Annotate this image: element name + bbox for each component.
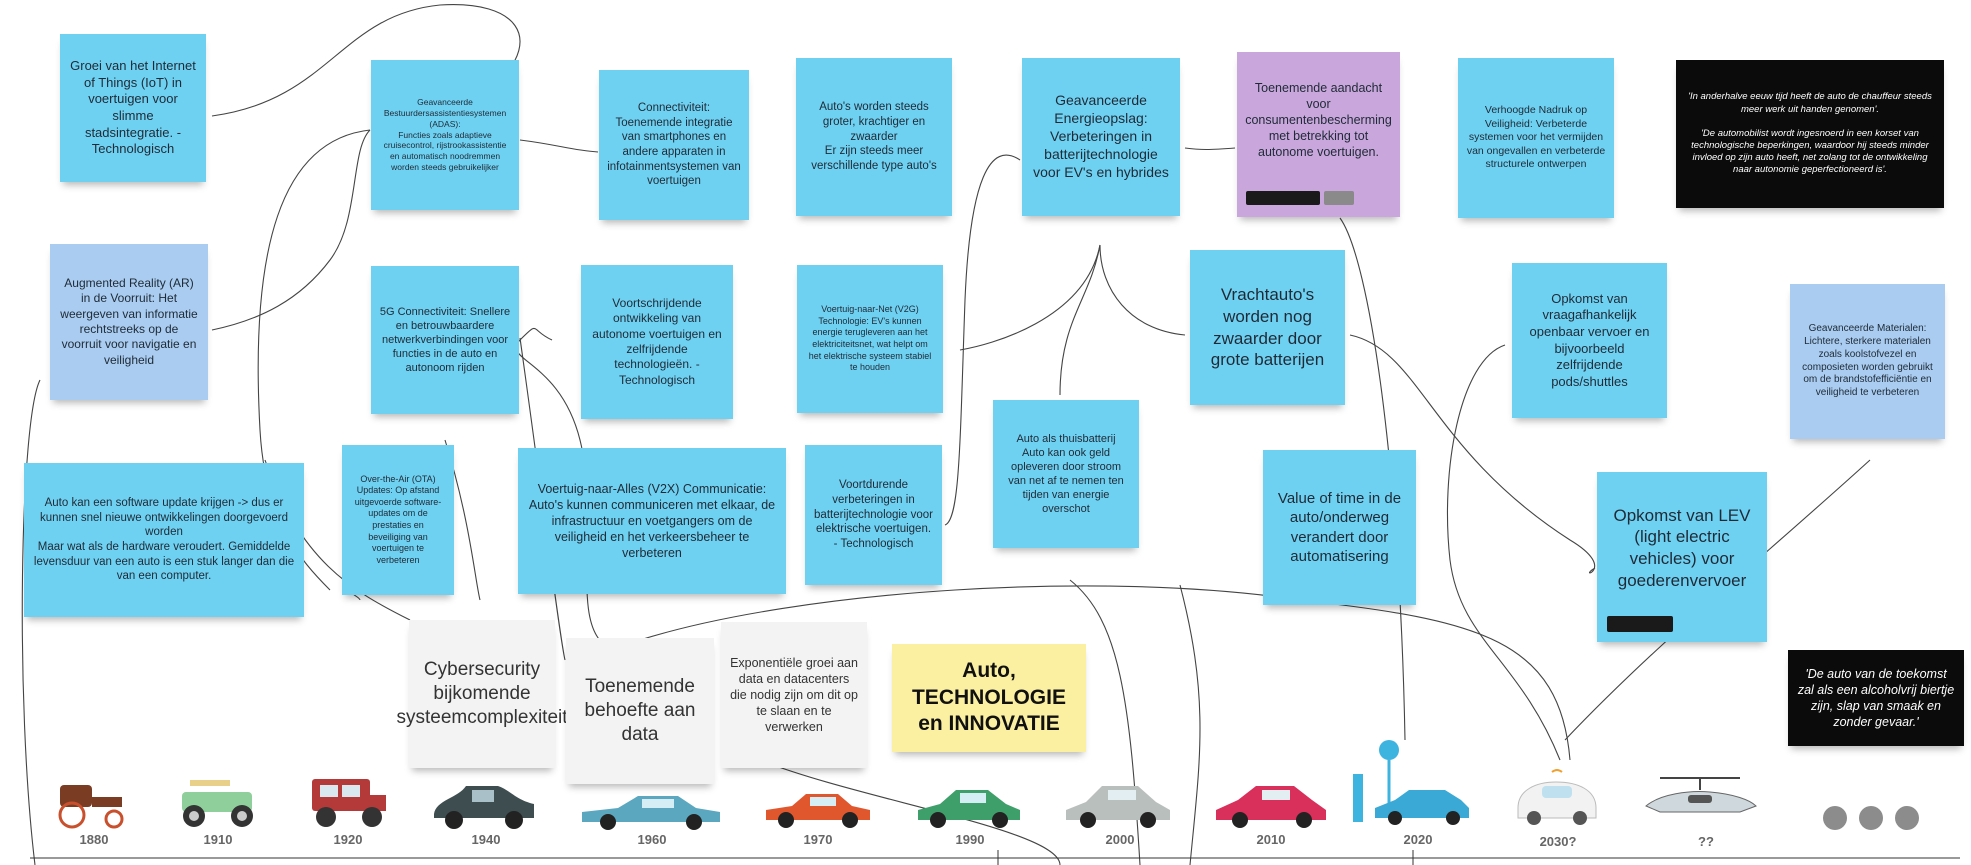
car-1910-icon (182, 780, 253, 827)
timeline-year-1940: 1940 (471, 832, 501, 847)
sticky-note-veiligheid[interactable]: Verhoogde Nadruk op Veiligheid: Verbeter… (1458, 58, 1614, 218)
redacted-label (1246, 191, 1320, 205)
sticky-note-vrachtautos[interactable]: Vrachtauto's worden nog zwaarder door gr… (1190, 250, 1345, 405)
car-1970-icon (766, 794, 870, 828)
timeline-year-2010: 2010 (1256, 832, 1286, 847)
sticky-note-adas[interactable]: Geavanceerde Bestuurdersassistentiesyste… (371, 60, 519, 210)
sticky-note-consumentenbescherming[interactable]: Toenemende aandacht voor consumentenbesc… (1237, 52, 1400, 217)
sticky-note-datacenters[interactable]: Exponentiële groei aan data en datacente… (721, 622, 867, 768)
sticky-note-vraagafhankelijk-ov[interactable]: Opkomst van vraagafhankelijk openbaar ve… (1512, 263, 1667, 418)
car-2010-icon (1216, 786, 1326, 828)
sticky-note-augmented-reality[interactable]: Augmented Reality (AR) in de Voorruit: H… (50, 244, 208, 400)
board-title-note[interactable]: Auto, TECHNOLOGIE en INNOVATIE (892, 644, 1086, 752)
timeline-year-1960: 1960 (637, 832, 667, 847)
sticky-note-thuisbatterij[interactable]: Auto als thuisbatterij Auto kan ook geld… (993, 400, 1139, 548)
sticky-note-iot[interactable]: Groei van het Internet of Things (IoT) i… (60, 34, 206, 182)
sticky-note-value-of-time[interactable]: Value of time in de auto/onderweg verand… (1263, 450, 1416, 605)
sticky-note-materialen[interactable]: Geavanceerde Materialen: Lichtere, sterk… (1790, 284, 1945, 439)
ellipsis-dot-3 (1895, 806, 1919, 830)
sticky-note-5g[interactable]: 5G Connectiviteit: Snellere en betrouwba… (371, 266, 519, 414)
sticky-note-autonome-voertuigen[interactable]: Voortschrijdende ontwikkeling van autono… (581, 265, 733, 419)
flying-car-icon (1645, 777, 1757, 813)
sticky-note-lev[interactable]: Opkomst van LEV (light electric vehicles… (1597, 472, 1767, 642)
timeline-year-1990: 1990 (955, 832, 985, 847)
timeline-year-2020: 2020 (1403, 832, 1433, 847)
timeline-year-1880: 1880 (79, 832, 109, 847)
ev-charging-2020-icon (1353, 740, 1469, 825)
car-1920-icon (312, 779, 386, 827)
timeline-year-1910: 1910 (203, 832, 233, 847)
sticky-note-v2x[interactable]: Voertuig-naar-Alles (V2X) Communicatie: … (518, 448, 786, 594)
car-2000-icon (1066, 786, 1170, 828)
car-1960-icon (582, 796, 720, 830)
autonomous-car-2030-icon (1517, 769, 1597, 825)
carriage-1880-icon (58, 785, 124, 829)
sticky-note-batterijtechnologie[interactable]: Voortdurende verbeteringen in batterijte… (805, 445, 942, 585)
car-1990-icon (918, 790, 1020, 828)
timeline-year-1920: 1920 (333, 832, 363, 847)
car-1940-icon (434, 786, 534, 829)
redacted-label-3 (1607, 616, 1673, 632)
consumentenbescherming-text: Toenemende aandacht voor consumentenbesc… (1245, 81, 1392, 159)
ellipsis-dot-1 (1823, 806, 1847, 830)
timeline-year-2000: 2000 (1105, 832, 1135, 847)
sticky-note-cybersecurity[interactable]: Cybersecurity bijkomende systeemcomplexi… (396, 620, 568, 768)
sticky-note-ota[interactable]: Over-the-Air (OTA) Updates: Op afstand u… (342, 445, 454, 595)
timeline-year-1970: 1970 (803, 832, 833, 847)
sticky-note-groter-krachtiger[interactable]: Auto's worden steeds groter, krachtiger … (796, 58, 952, 216)
sticky-note-behoefte-data[interactable]: Toenemende behoefte aan data (566, 638, 714, 784)
sticky-note-software-update[interactable]: Auto kan een software update krijgen -> … (24, 463, 304, 617)
quote-alcoholvrij-biertje[interactable]: 'De auto van de toekomst zal als een alc… (1788, 650, 1964, 746)
timeline-year-unknown: ?? (1698, 834, 1714, 849)
timeline-year-2030: 2030? (1539, 834, 1577, 849)
sticky-note-energieopslag[interactable]: Geavanceerde Energieopslag: Verbeteringe… (1022, 58, 1180, 216)
lev-text: Opkomst van LEV (light electric vehicles… (1613, 505, 1751, 590)
quote-chauffeur[interactable]: 'In anderhalve eeuw tijd heeft de auto d… (1676, 60, 1944, 208)
sticky-note-connectiviteit[interactable]: Connectiviteit: Toenemende integratie va… (599, 70, 749, 220)
sticky-note-v2g[interactable]: Voertuig-naar-Net (V2G) Technologie: EV'… (797, 265, 943, 413)
ellipsis-dot-2 (1859, 806, 1883, 830)
redacted-label-2 (1324, 191, 1354, 205)
